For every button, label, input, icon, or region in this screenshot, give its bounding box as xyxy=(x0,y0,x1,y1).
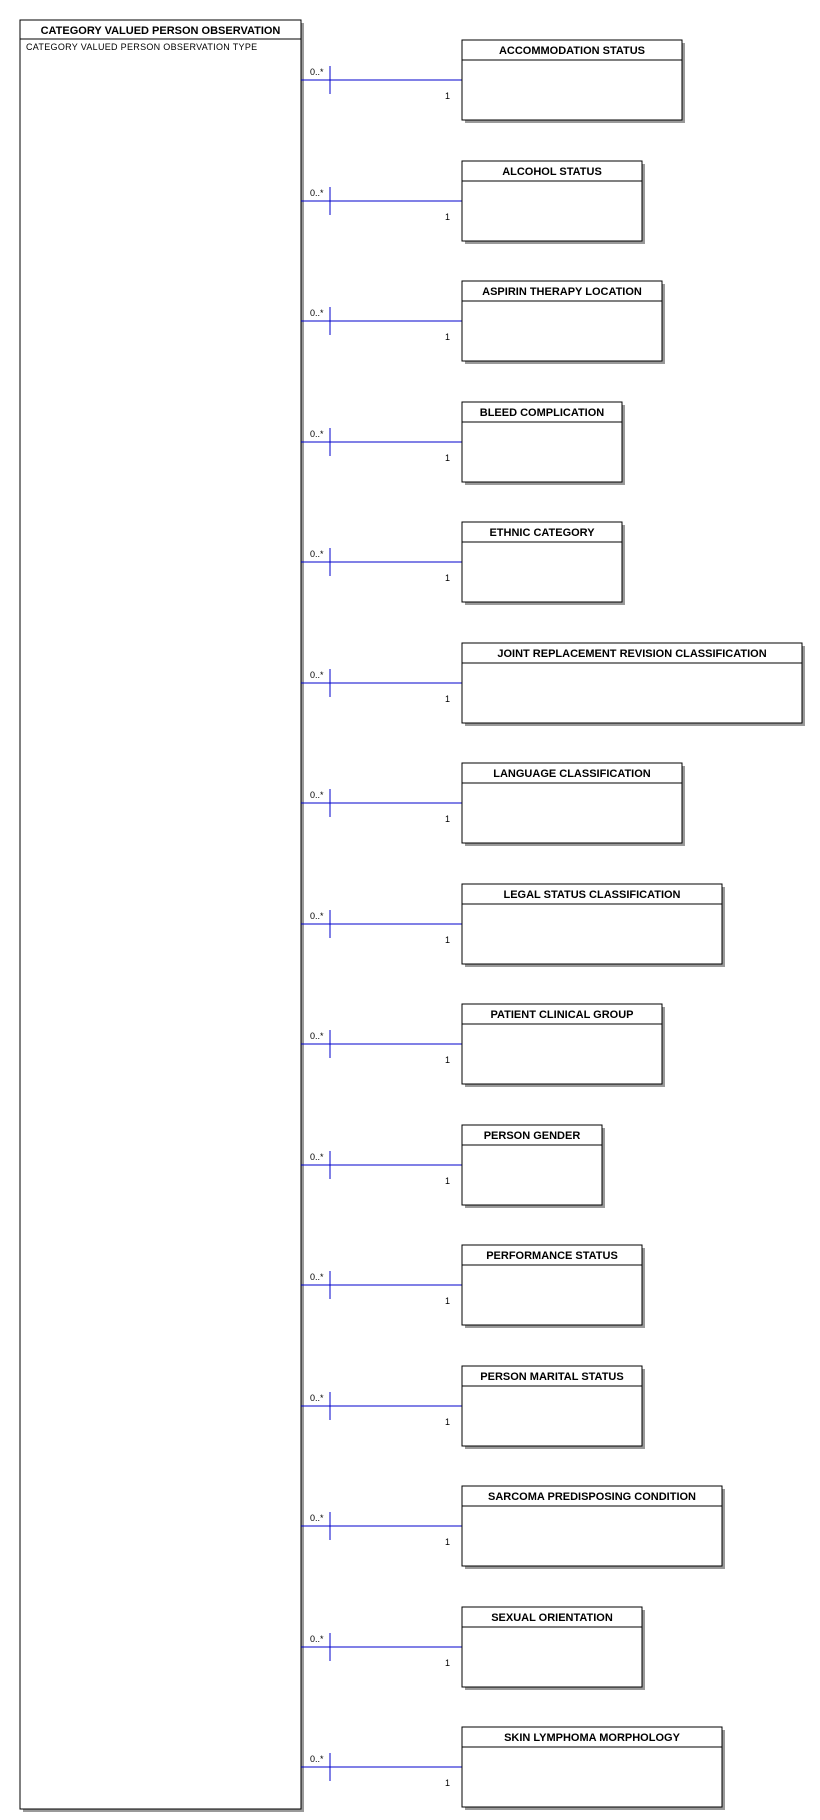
entity-box[interactable]: ETHNIC CATEGORY xyxy=(461,521,625,605)
multiplicity-many: 0..* xyxy=(310,67,324,77)
entity-title: SARCOMA PREDISPOSING CONDITION xyxy=(488,1491,696,1503)
entity-title: SKIN LYMPHOMA MORPHOLOGY xyxy=(504,1732,680,1744)
multiplicity-one: 1 xyxy=(445,573,450,583)
entity-box[interactable]: ASPIRIN THERAPY LOCATION xyxy=(461,280,665,364)
entity-title: ALCOHOL STATUS xyxy=(502,166,602,178)
entity-title: BLEED COMPLICATION xyxy=(480,407,605,419)
relationship: 0..* 1 SKIN LYMPHOMA MORPHOLOGY xyxy=(301,1726,725,1810)
multiplicity-many: 0..* xyxy=(310,188,324,198)
relationship: 0..* 1 ALCOHOL STATUS xyxy=(301,160,645,244)
entity-box[interactable]: LEGAL STATUS CLASSIFICATION xyxy=(461,883,725,967)
relationship: 0..* 1 PATIENT CLINICAL GROUP xyxy=(301,1003,665,1087)
entity-box[interactable]: BLEED COMPLICATION xyxy=(461,401,625,485)
entity-box[interactable]: PATIENT CLINICAL GROUP xyxy=(461,1003,665,1087)
multiplicity-one: 1 xyxy=(445,1296,450,1306)
multiplicity-one: 1 xyxy=(445,1778,450,1788)
relationship: 0..* 1 PERFORMANCE STATUS xyxy=(301,1244,645,1328)
entity-title: PERFORMANCE STATUS xyxy=(486,1250,618,1262)
entity-box[interactable]: PERSON MARITAL STATUS xyxy=(461,1365,645,1449)
entity-box[interactable]: SKIN LYMPHOMA MORPHOLOGY xyxy=(461,1726,725,1810)
entity-box[interactable]: PERFORMANCE STATUS xyxy=(461,1244,645,1328)
multiplicity-many: 0..* xyxy=(310,1272,324,1282)
entity-box[interactable]: LANGUAGE CLASSIFICATION xyxy=(461,762,685,846)
multiplicity-many: 0..* xyxy=(310,670,324,680)
entity-box[interactable]: SEXUAL ORIENTATION xyxy=(461,1606,645,1690)
entity-box[interactable]: ALCOHOL STATUS xyxy=(461,160,645,244)
entity-title: PERSON MARITAL STATUS xyxy=(480,1371,623,1383)
main-entity-box[interactable]: CATEGORY VALUED PERSON OBSERVATION CATEG… xyxy=(19,19,304,1812)
multiplicity-many: 0..* xyxy=(310,549,324,559)
multiplicity-one: 1 xyxy=(445,1055,450,1065)
relationship: 0..* 1 LEGAL STATUS CLASSIFICATION xyxy=(301,883,725,967)
multiplicity-one: 1 xyxy=(445,814,450,824)
entity-box[interactable]: ACCOMMODATION STATUS xyxy=(461,39,685,123)
relationship: 0..* 1 SARCOMA PREDISPOSING CONDITION xyxy=(301,1485,725,1569)
multiplicity-many: 0..* xyxy=(310,429,324,439)
multiplicity-one: 1 xyxy=(445,453,450,463)
entity-box[interactable]: PERSON GENDER xyxy=(461,1124,605,1208)
multiplicity-one: 1 xyxy=(445,212,450,222)
multiplicity-many: 0..* xyxy=(310,1634,324,1644)
relationship: 0..* 1 BLEED COMPLICATION xyxy=(301,401,625,485)
relationship: 0..* 1 JOINT REPLACEMENT REVISION CLASSIFI… xyxy=(301,642,805,726)
multiplicity-one: 1 xyxy=(445,1658,450,1668)
entity-title: JOINT REPLACEMENT REVISION CLASSIFICATIO… xyxy=(497,648,766,660)
entity-box[interactable]: SARCOMA PREDISPOSING CONDITION xyxy=(461,1485,725,1569)
multiplicity-one: 1 xyxy=(445,332,450,342)
multiplicity-one: 1 xyxy=(445,935,450,945)
multiplicity-one: 1 xyxy=(445,1176,450,1186)
entity-box[interactable]: JOINT REPLACEMENT REVISION CLASSIFICATIO… xyxy=(461,642,805,726)
multiplicity-one: 1 xyxy=(445,1537,450,1547)
entity-title: ACCOMMODATION STATUS xyxy=(499,45,645,57)
main-entity-attribute: CATEGORY VALUED PERSON OBSERVATION TYPE xyxy=(26,42,257,52)
relationship: 0..* 1 PERSON MARITAL STATUS xyxy=(301,1365,645,1449)
relationship: 0..* 1 ACCOMMODATION STATUS xyxy=(301,39,685,123)
entity-title: ASPIRIN THERAPY LOCATION xyxy=(482,286,642,298)
entity-title: ETHNIC CATEGORY xyxy=(489,527,595,539)
multiplicity-many: 0..* xyxy=(310,911,324,921)
entity-title: SEXUAL ORIENTATION xyxy=(491,1612,613,1624)
relationship: 0..* 1 ASPIRIN THERAPY LOCATION xyxy=(301,280,665,364)
relationship: 0..* 1 LANGUAGE CLASSIFICATION xyxy=(301,762,685,846)
relationship: 0..* 1 SEXUAL ORIENTATION xyxy=(301,1606,645,1690)
multiplicity-many: 0..* xyxy=(310,1513,324,1523)
multiplicity-many: 0..* xyxy=(310,790,324,800)
multiplicity-many: 0..* xyxy=(310,1152,324,1162)
multiplicity-many: 0..* xyxy=(310,1031,324,1041)
relationship: 0..* 1 ETHNIC CATEGORY xyxy=(301,521,625,605)
entity-title: LEGAL STATUS CLASSIFICATION xyxy=(503,889,680,901)
main-entity-title: CATEGORY VALUED PERSON OBSERVATION xyxy=(41,25,281,37)
multiplicity-one: 1 xyxy=(445,1417,450,1427)
multiplicity-many: 0..* xyxy=(310,308,324,318)
entity-title: PERSON GENDER xyxy=(484,1130,581,1142)
multiplicity-many: 0..* xyxy=(310,1393,324,1403)
multiplicity-one: 1 xyxy=(445,91,450,101)
relationship: 0..* 1 PERSON GENDER xyxy=(301,1124,605,1208)
entity-title: LANGUAGE CLASSIFICATION xyxy=(493,768,651,780)
multiplicity-many: 0..* xyxy=(310,1754,324,1764)
entity-title: PATIENT CLINICAL GROUP xyxy=(491,1009,634,1021)
multiplicity-one: 1 xyxy=(445,694,450,704)
